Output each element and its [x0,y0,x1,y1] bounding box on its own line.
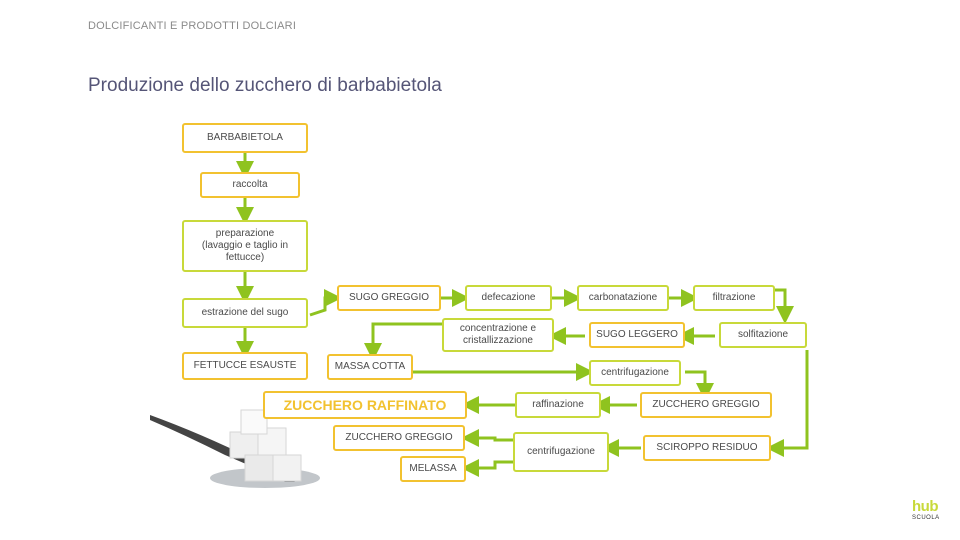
flow-diagram: BARBABIETOLA raccolta preparazione (lava… [145,110,815,510]
node-centrifugazione-2: centrifugazione [513,432,609,472]
node-melassa: MELASSA [400,456,466,482]
hub-scuola-logo: hub SCUOLA [912,498,948,526]
node-zucchero-greggio-2: ZUCCHERO GREGGIO [333,425,465,451]
node-defecazione: defecazione [465,285,552,311]
node-fettucce-esauste: FETTUCCE ESAUSTE [182,352,308,380]
node-sciroppo-residuo: SCIROPPO RESIDUO [643,435,771,461]
node-preparazione: preparazione (lavaggio e taglio in fettu… [182,220,308,272]
sugar-cubes-icon [229,409,302,482]
node-barbabietola: BARBABIETOLA [182,123,308,153]
node-solfitazione: solfitazione [719,322,807,348]
node-zucchero-greggio-1: ZUCCHERO GREGGIO [640,392,772,418]
connector-arrows [150,153,809,488]
node-sugo-greggio: SUGO GREGGIO [337,285,441,311]
node-massa-cotta: MASSA COTTA [327,354,413,380]
section-header: DOLCIFICANTI E PRODOTTI DOLCIARI [88,20,297,32]
node-concentrazione: concentrazione e cristallizzazione [442,318,554,352]
node-centrifugazione-1: centrifugazione [589,360,681,386]
node-sugo-leggero: SUGO LEGGERO [589,322,685,348]
page-title: Produzione dello zucchero di barbabietol… [88,75,442,96]
node-zucchero-raffinato: ZUCCHERO RAFFINATO [263,391,467,419]
node-raffinazione: raffinazione [515,392,601,418]
node-estrazione: estrazione del sugo [182,298,308,328]
node-raccolta: raccolta [200,172,300,198]
logo-brand: hub [912,498,939,515]
logo-sub: SCUOLA [912,515,940,521]
node-carbonatazione: carbonatazione [577,285,669,311]
node-filtrazione: filtrazione [693,285,775,311]
